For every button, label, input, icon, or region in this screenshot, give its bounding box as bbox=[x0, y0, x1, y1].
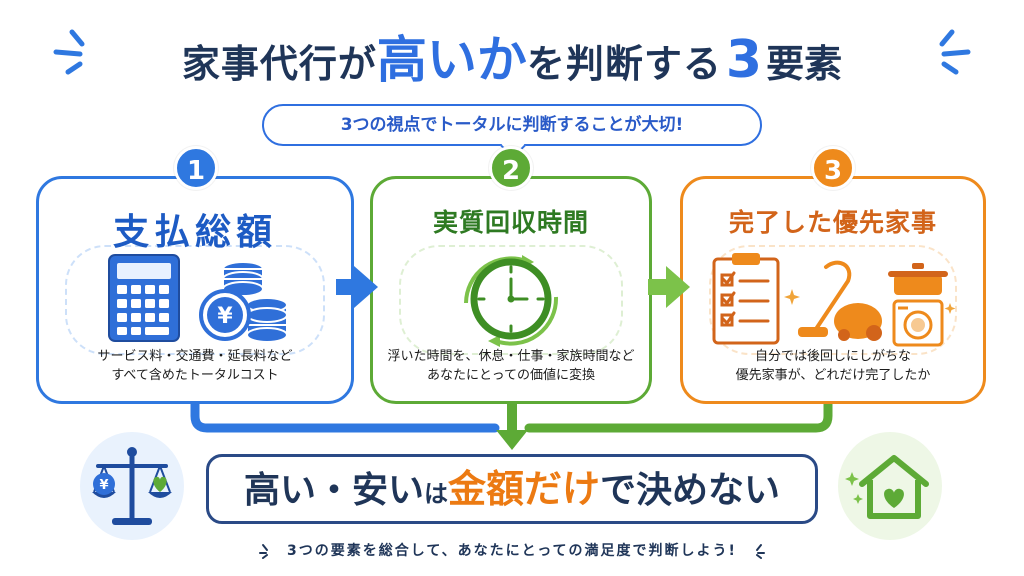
card-2-dashed-frame bbox=[399, 245, 623, 355]
card-2-description: 浮いた時間を、休息・仕事・家族時間など あなたにとっての価値に変換 bbox=[373, 347, 649, 385]
title-part-4: 3 bbox=[725, 30, 763, 90]
conclusion-part-4: で決めない bbox=[600, 470, 781, 511]
card-1-dashed-frame bbox=[65, 245, 325, 355]
card-1-desc-line-1: サービス料・交通費・延長料など bbox=[97, 349, 293, 364]
card-3-desc-line-2: 優先家事が、どれだけ完了したか bbox=[735, 368, 931, 383]
card-3-desc-line-1: 自分では後回しにしがちな bbox=[754, 349, 911, 364]
card-1-title: 支払総額 bbox=[112, 212, 277, 253]
home-illustration bbox=[838, 432, 942, 540]
card-2-desc-line-2: あなたにとっての価値に変換 bbox=[427, 368, 595, 383]
clock-icon bbox=[464, 255, 559, 347]
sparkle-right-icon bbox=[939, 29, 971, 75]
conclusion-part-2: は bbox=[423, 480, 448, 508]
card-2-title: 実質回収時間 bbox=[432, 208, 589, 237]
card-3-dashed-frame bbox=[709, 245, 957, 355]
card-2-desc-line-1: 浮いた時間を、休息・仕事・家族時間など bbox=[387, 349, 635, 364]
card-1-description: サービス料・交通費・延長料など すべて含めたトータルコスト bbox=[39, 347, 351, 385]
conclusion-box: 高い・安いは金額だけで決めない bbox=[206, 454, 818, 524]
card-priority-chores: 完了した優先家事 自分では後回しにしがちな bbox=[680, 176, 986, 404]
sparkle-icon bbox=[258, 544, 268, 559]
title-part-2: 高いか bbox=[376, 31, 527, 89]
title-part-3: を判断する bbox=[526, 42, 722, 86]
sparkle-left-icon bbox=[53, 29, 85, 75]
house-heart-icon bbox=[845, 455, 929, 519]
card-1-desc-line-2: すべて含めたトータルコスト bbox=[111, 368, 279, 383]
conclusion-part-1: 高い・安い bbox=[243, 470, 424, 511]
sparkle-icon bbox=[756, 544, 766, 559]
yen-symbol: ¥ bbox=[217, 304, 233, 329]
card-3-description: 自分では後回しにしがちな 優先家事が、どれだけ完了したか bbox=[683, 347, 983, 385]
card-recovered-time: 実質回収時間 浮いた時間を、休息・仕事・家族時間など あなたにとっての価値に変換 bbox=[370, 176, 652, 404]
title-part-5: 要素 bbox=[766, 42, 843, 86]
card-1-number-badge: 1 bbox=[174, 146, 218, 190]
card-3-number-badge: 3 bbox=[811, 146, 855, 190]
calculator-coins-icon: ¥ bbox=[108, 254, 288, 343]
chores-icon bbox=[712, 253, 956, 347]
footer-message: 3つの要素を総合して、あなたにとっての満足度で判断しよう! bbox=[0, 540, 1024, 560]
scale-illustration: ¥ bbox=[80, 432, 184, 540]
balance-scale-icon: ¥ bbox=[92, 447, 172, 525]
card-2-number-badge: 2 bbox=[489, 146, 533, 190]
footer-text: 3つの要素を総合して、あなたにとっての満足度で判断しよう! bbox=[287, 543, 737, 559]
card-3-title: 完了した優先家事 bbox=[728, 208, 937, 237]
arrow-right-icon bbox=[336, 266, 378, 308]
arrow-right-icon bbox=[648, 266, 690, 308]
card-total-cost: 支払総額 bbox=[36, 176, 354, 404]
subtitle-bubble: 3つの視点でトータルに判断することが大切! bbox=[262, 104, 762, 146]
title-part-1: 家事代行が bbox=[181, 42, 377, 86]
yen-symbol: ¥ bbox=[99, 478, 108, 493]
conclusion-part-3: 金額だけ bbox=[447, 467, 600, 511]
